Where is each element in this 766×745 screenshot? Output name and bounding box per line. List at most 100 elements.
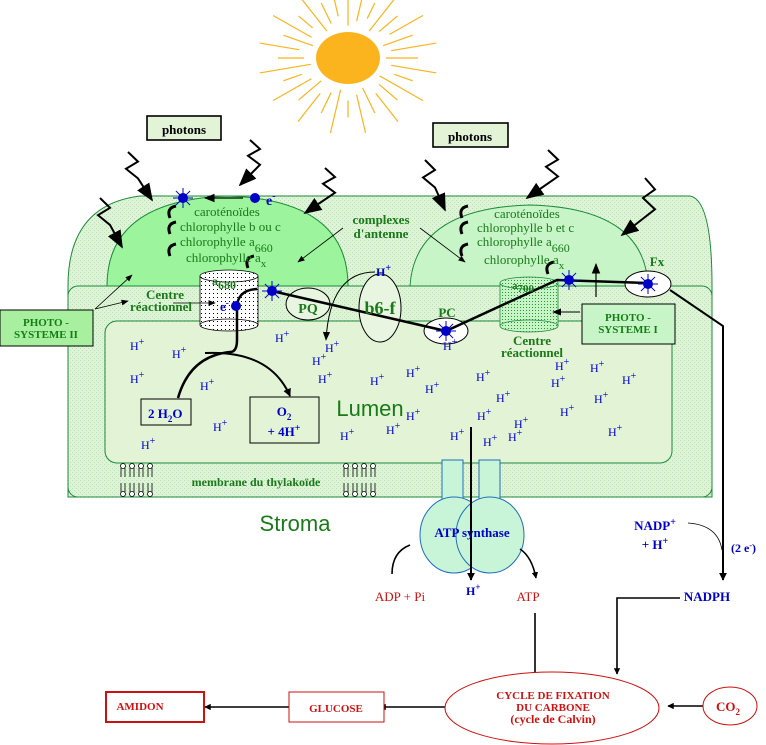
sun-ray [389,14,424,35]
curl-arrow [459,242,469,257]
excited-pigment-icon [173,188,193,208]
sun-ray [283,34,314,47]
calvin-label-3: (cycle de Calvin) [510,712,595,726]
ps2-box-label-2: SYSTEME II [14,329,78,341]
ps1-box-label: PHOTO - [605,312,651,324]
svg-text:chlorophylle a660: chlorophylle a660 [477,234,570,255]
b6f-carrier [358,273,402,343]
sun-ray [375,92,399,122]
p680-label: a680 [212,274,236,292]
proton-label: H+ [514,415,529,431]
proton-label: H+ [594,390,609,406]
photon-arrows [96,139,657,249]
phospholipids [120,463,376,497]
ps1-box-label-2: SYSTEME I [598,324,658,336]
oxygen-label: O2 [277,404,292,422]
sun-ray [320,92,332,114]
electron-transport-chain [271,278,649,333]
ps1-antenna [409,204,649,287]
water-label: 2 H2O [148,406,183,424]
proton-label: H+ [406,407,421,423]
atp-synthase-label: ATP synthase [434,525,509,540]
photons-box-right [432,122,509,148]
calvin-cycle-ellipse [444,671,660,745]
two-electrons-label: (2 e-) [731,541,756,555]
sun-ray [391,64,437,74]
sun-ray [362,87,376,114]
ps1-center-label: Centre [513,333,551,348]
photon-arrow [620,177,657,237]
adp-label: ADP + Pi [375,589,426,604]
curl-arrow [167,204,177,219]
p700-label: a700 [512,280,535,295]
proton-label: H+ [560,403,575,419]
sun-ray [366,2,376,19]
ps2-box [0,309,94,347]
sun-ray [379,75,424,102]
proton-label: H+ [130,370,145,386]
pc-label: PC [438,305,455,320]
excited-pigment-icon [638,274,658,294]
photon-arrow [303,167,337,215]
proton-label: H+ [406,364,421,380]
photons-label-left: photons [162,122,206,137]
sun-ray [259,63,311,74]
photon-arrow [96,197,123,249]
sun-ray [391,42,437,52]
sun-ray [259,42,300,51]
proton-label: H+ [496,389,511,405]
excited-pigments [173,188,658,341]
oxygen-label-2: + 4H+ [268,423,301,439]
fx-label: Fx [650,254,665,269]
proton-label: H+ [130,337,145,353]
proton-label: H+ [200,377,215,393]
proton-label: H+ [172,345,187,361]
proton-label: H+ [386,421,401,437]
electron-dot [250,193,260,203]
nadp-label-2: + H+ [642,536,669,552]
excited-pigment-icon [262,281,282,301]
b6f-label: b6-f [365,298,397,318]
curl-arrow [245,254,255,269]
sun-ray [297,92,321,122]
photon-arrow [525,149,560,200]
proton-label: H+ [340,427,355,443]
sun-icon [259,0,437,134]
photon-arrow [238,139,262,187]
photon-arrow [421,159,446,212]
sun-ray [333,0,339,17]
svg-text:caroténoïdes: caroténoïdes [194,204,260,219]
curl-arrow [459,220,469,235]
sun-ray [320,2,332,24]
proton-label: H+ [275,329,290,345]
proton-label: H+ [555,357,570,373]
proton-label: H+ [483,433,498,449]
curl-arrow [545,260,555,275]
sun-ray [393,73,413,82]
antenna-label-2: d'antenne [354,226,409,241]
sun-ray [382,34,413,47]
lumen-label: Lumen [336,396,403,421]
curl-arrow [167,220,177,235]
energy-transfer-arrows [167,204,555,275]
excited-pigment-icon [559,270,579,290]
pq-label: PQ [298,302,318,317]
calvin-label: CYCLE DE FIXATION [496,690,610,702]
proton-label: H+ [318,370,333,386]
amidon-label: AMIDON [116,701,163,713]
stroma-label: Stroma [260,511,332,536]
proton-label: H+ [443,337,458,353]
proton-labels: H+H+H+H+H+H+H+H+H+H+H+H+H+H+H+H+H+H+H+H+… [130,263,637,452]
calvin-label-2: DU CARBONE [516,702,590,714]
atp-label: ATP [516,589,539,604]
sun-ray [329,89,342,134]
proton-label: H+ [376,263,391,279]
ps1-box [581,303,676,345]
ps2-center-label: Centre [146,287,184,302]
ps1-center-label-2: réactionnel [501,345,563,360]
sun-ray [301,0,328,32]
proton-label: H+ [476,368,491,384]
photons-box-left [146,115,222,141]
svg-text:chlorophylle ax: chlorophylle ax [186,250,267,270]
